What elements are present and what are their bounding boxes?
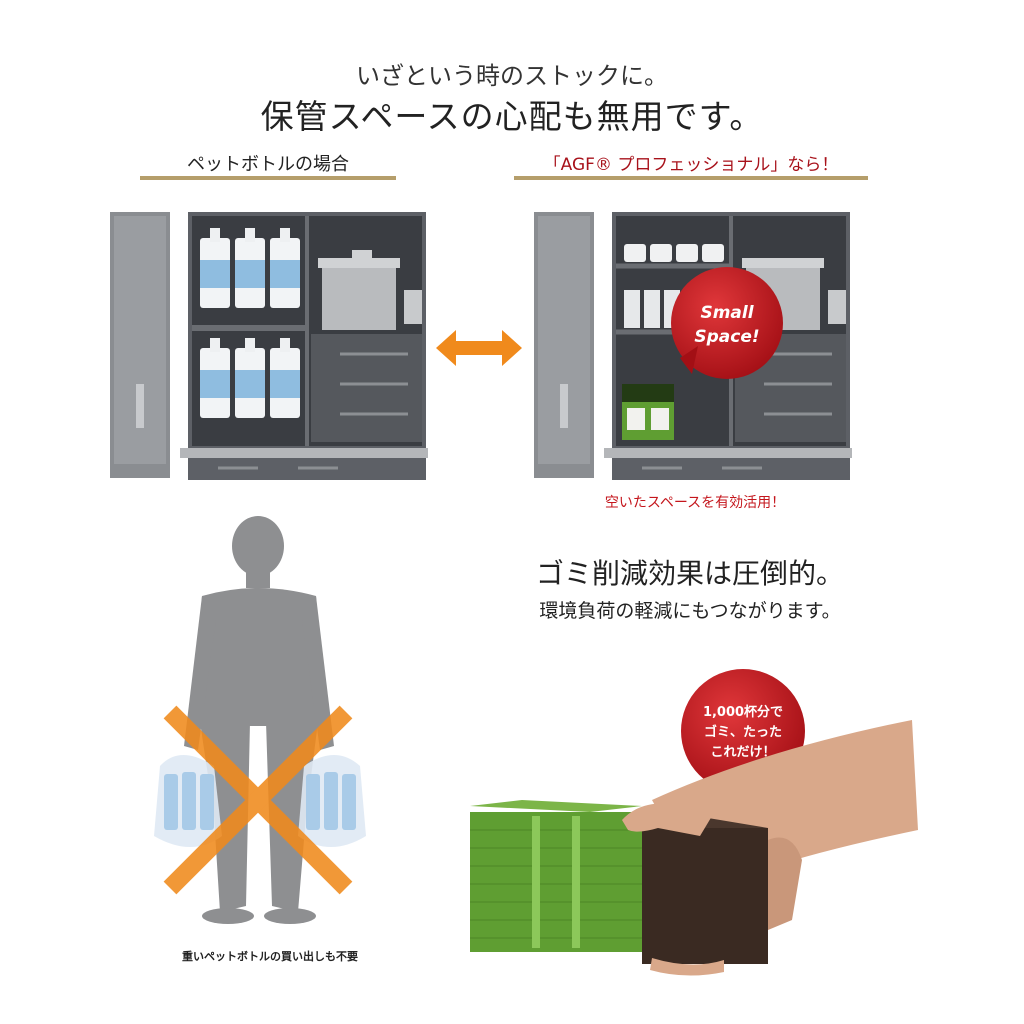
right-bottle-bag xyxy=(298,755,366,847)
right-caption-underline xyxy=(514,176,868,180)
green-stick-box xyxy=(470,800,642,952)
left-bottle-bag xyxy=(154,755,222,847)
small-space-badge: Small Space! xyxy=(671,267,783,379)
bottles-upper xyxy=(200,228,300,308)
cabinet-with-bottles xyxy=(110,212,428,480)
dark-package xyxy=(642,816,768,964)
person-carrying-bottles xyxy=(154,516,366,924)
coffee-stick-boxes xyxy=(622,384,674,440)
right-subcaption: 空いたスペースを有効活用！ xyxy=(604,495,786,511)
person-caption: 重いペットボトルの買い出しも不要 xyxy=(182,950,358,963)
right-caption: 「AGF® プロフェッショナル」なら！ xyxy=(543,155,839,175)
waste-subline: 環境負荷の軽減にもつながります。 xyxy=(539,600,841,622)
cabinet-with-coffee-sticks xyxy=(534,212,852,480)
bottles-lower xyxy=(200,338,300,418)
waste-badge-line1: 1,000杯分で xyxy=(703,704,783,720)
waste-headline: ゴミ削減効果は圧倒的。 xyxy=(535,557,844,590)
waste-badge-line3: これだけ！ xyxy=(710,745,775,760)
small-space-badge-line2: Space! xyxy=(694,327,759,347)
left-caption: ペットボトルの場合 xyxy=(187,154,349,175)
cups xyxy=(624,244,724,262)
headline-line1: いざという時のストックに。 xyxy=(356,62,668,90)
left-caption-underline xyxy=(140,176,396,180)
cross-mark-icon xyxy=(163,705,353,895)
headline-line2: 保管スペースの心配も無用です。 xyxy=(260,97,764,136)
waste-badge-line2: ゴミ、たった xyxy=(704,724,782,740)
hand-holding-coffee-box xyxy=(470,720,918,976)
small-space-badge-line1: Small xyxy=(700,303,754,323)
double-arrow-icon xyxy=(436,330,522,366)
